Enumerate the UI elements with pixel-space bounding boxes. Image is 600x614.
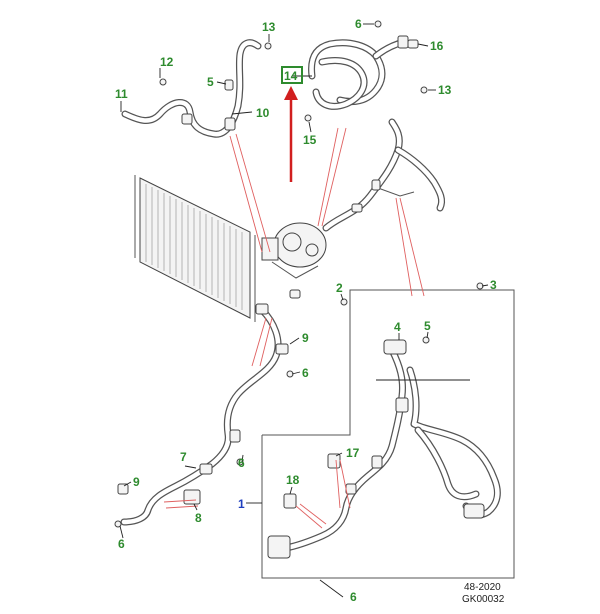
leader-lines [119,23,489,598]
callout-15: 15 [303,133,317,147]
callout-17: 17 [346,446,360,460]
callout-6-mid: 6 [302,366,309,380]
callout-6-left: 6 [238,456,245,470]
callout-18: 18 [286,473,300,487]
callout-labels: 1 2 3 4 5 5 6 6 6 6 6 7 8 9 9 10 11 12 1… [115,17,497,604]
callout-3: 3 [490,278,497,292]
callout-6-bottom: 6 [350,590,357,604]
callout-13-top: 13 [262,20,276,34]
hose-assembly-10 [121,39,272,138]
hose-assembly-14 [304,20,428,122]
callout-11: 11 [115,87,128,101]
hose-bundle-upper-right [322,118,446,232]
callout-9-lower: 9 [133,475,140,489]
date-code: 48-2020 [464,582,501,593]
red-pointer-arrow [284,86,298,182]
callout-6-bottom-left: 6 [118,537,125,551]
condenser [134,175,256,322]
callout-8: 8 [195,511,202,525]
compressor [261,222,327,279]
callout-2: 2 [336,281,343,295]
hose-assembly-7 [114,289,301,528]
callout-13-right: 13 [438,83,452,97]
callout-7: 7 [180,450,187,464]
callout-9-upper: 9 [302,331,309,345]
callout-5-upper: 5 [207,75,214,89]
callout-4: 4 [394,320,401,334]
callout-10: 10 [256,106,270,120]
callout-1: 1 [238,497,245,511]
callout-14: 14 [284,69,298,83]
red-guide-lines [163,127,470,529]
callout-16: 16 [430,39,444,53]
callout-12: 12 [160,55,174,69]
hose-assembly-1 [261,282,515,579]
figure-code: GK00032 [462,594,505,605]
callout-6-top: 6 [355,17,362,31]
callout-5-lower: 5 [424,319,431,333]
highlight-box-14 [281,66,303,84]
